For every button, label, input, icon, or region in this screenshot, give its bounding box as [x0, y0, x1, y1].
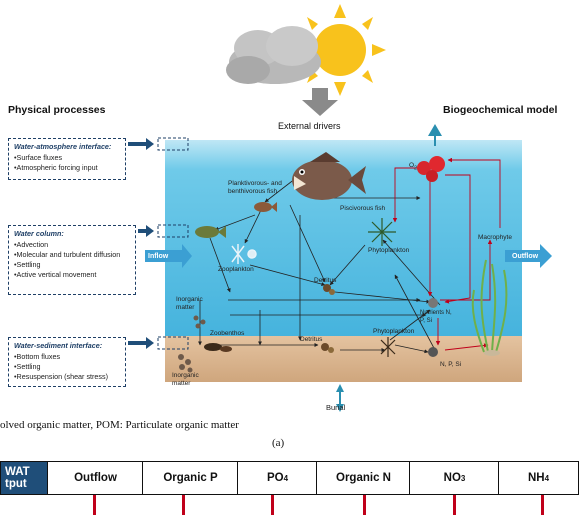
- nps-label: N, P, Si: [440, 361, 461, 369]
- output-organic-n: Organic N: [316, 461, 411, 495]
- column-item-3: Settling: [14, 260, 130, 270]
- water-column-title: Water column:: [14, 229, 130, 239]
- nutrients-label: Nutrients N, P, Si: [420, 310, 456, 325]
- piscivorous-fish-label: Piscivorous fish: [340, 205, 385, 213]
- water-atmosphere-box: Water-atmosphere interface: Surface flux…: [8, 138, 126, 180]
- column-item-1: Advection: [14, 240, 130, 250]
- zoobenthos-label: Zoobenthos: [210, 330, 244, 338]
- phytoplankton-icon: [368, 218, 396, 246]
- biogeochemical-model-heading: Biogeochemical model: [443, 104, 557, 116]
- water-atmosphere-title: Water-atmosphere interface:: [14, 142, 120, 152]
- column-item-2: Molecular and turbulent diffusion: [14, 250, 130, 260]
- phytoplankton-bottom-label: Phytoplankton: [373, 328, 414, 336]
- burial-label: Burial: [326, 404, 345, 412]
- o2-label: O2: [409, 162, 417, 173]
- physical-processes-heading: Physical processes: [8, 104, 105, 116]
- zooplankton-label: Zooplankton: [218, 266, 254, 274]
- atmosphere-item-2: Atmospheric forcing input: [14, 163, 120, 173]
- output-organic-p: Organic P: [142, 461, 239, 495]
- phytoplankton-top-label: Phytoplankton: [368, 247, 409, 255]
- sediment-item-1: Bottom fluxes: [14, 352, 120, 362]
- output-outflow: Outflow: [47, 461, 144, 495]
- output-tick: [182, 495, 185, 515]
- atmosphere-item-1: Surface fluxes: [14, 153, 120, 163]
- water-column-box: Water column: Advection Molecular and tu…: [8, 225, 136, 295]
- inorganic-top-label: Inorganic matter: [176, 296, 210, 311]
- external-drivers-heading: External drivers: [278, 121, 341, 131]
- cloud-icon: [226, 26, 321, 84]
- nutrients-icon: [428, 298, 438, 308]
- column-item-4: Active vertical movement: [14, 270, 130, 280]
- output-tick: [453, 495, 456, 515]
- water-sediment-box: Water-sediment interface: Bottom fluxes …: [8, 337, 126, 387]
- burial-arrow: [336, 384, 344, 404]
- water-sediment-title: Water-sediment interface:: [14, 341, 120, 351]
- output-tick: [541, 495, 544, 515]
- planktivorous-fish-label: Planktivorous- and benthivorous fish: [228, 180, 300, 195]
- detritus-mid-label: Detritus: [314, 277, 336, 285]
- output-tick: [93, 495, 96, 515]
- sediment-item-2: Settling: [14, 362, 120, 372]
- inorganic-bottom-label: Inorganic matter: [172, 372, 206, 387]
- detritus-bottom-label: Detritus: [300, 336, 322, 344]
- outflow-label: Outflow: [512, 253, 538, 261]
- output-tick: [271, 495, 274, 515]
- caption-text: olved organic matter, POM: Particulate o…: [0, 419, 239, 431]
- output-tick: [363, 495, 366, 515]
- external-drivers-arrow: [302, 88, 338, 116]
- sediment-layer: [165, 336, 522, 382]
- inflow-label: Inflow: [148, 253, 168, 261]
- sediment-item-3: Resuspension (shear stress): [14, 372, 120, 382]
- sediment-nutrients-icon: [428, 347, 438, 357]
- macrophyte-label: Macrophyte: [478, 234, 512, 242]
- panel-label: (a): [272, 437, 284, 449]
